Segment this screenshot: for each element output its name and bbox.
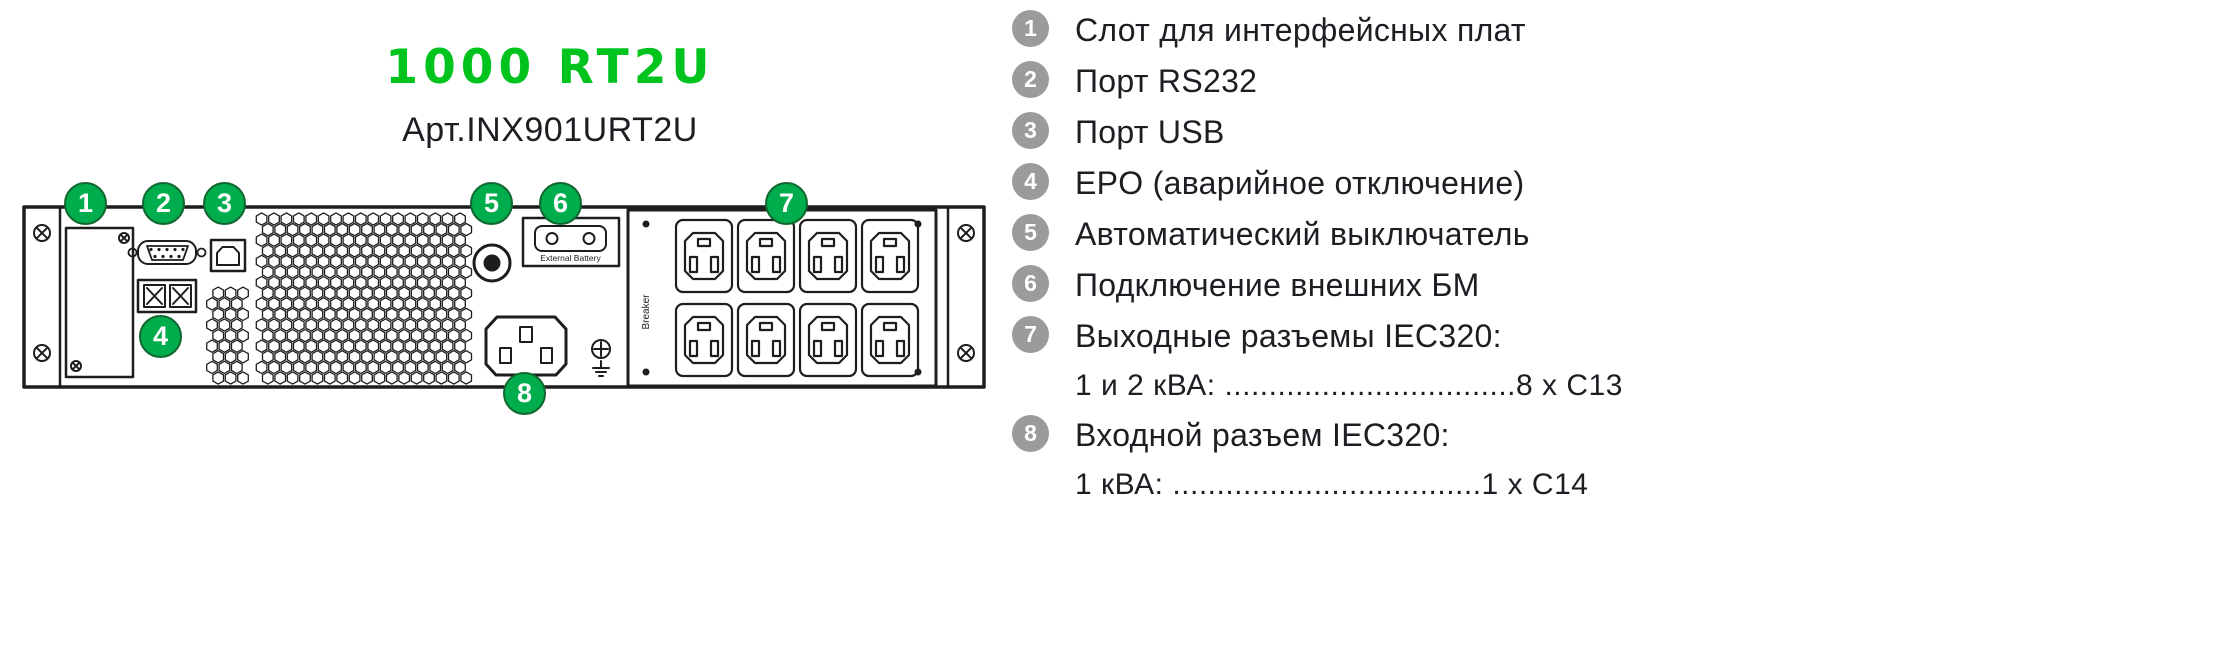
output-socket-c13 [674,218,920,378]
breaker-label: Breaker [641,294,652,330]
article-number: Арт.INX901URT2U [402,111,698,149]
rs232-port [127,240,207,265]
callout-badge-5: 5 [470,182,513,225]
ventilation-grille [206,212,473,385]
legend-badge-3: 3 [1012,112,1049,149]
callout-badge-6: 6 [539,182,582,225]
mounting-screws [33,224,975,372]
legend-badge-8: 8 [1012,415,1049,452]
legend-item-7: 7 Выходные разъемы IEC320: 1 и 2 кВА: ..… [1012,316,2212,403]
legend-badge-4: 4 [1012,163,1049,200]
legend-text-6: Подключение внешних БМ [1075,267,1480,303]
ground-screw [591,339,611,377]
legend-item-6: 6 Подключение внешних БМ [1012,265,2212,304]
epo-terminal [136,278,198,314]
output-sockets-panel: Breaker [626,208,938,388]
legend-text-4: EPO (аварийное отключение) [1075,165,1525,201]
figure-header: 1000 RT2U Арт.INX901URT2U [330,40,770,150]
ups-rear-panel-drawing: External Battery Breaker [22,205,986,389]
legend-text-1: Слот для интерфейсных плат [1075,12,1526,48]
legend-item-2: 2 Порт RS232 [1012,61,2212,100]
legend-item-1: 1 Слот для интерфейсных плат [1012,10,2212,49]
callout-badge-1: 1 [64,182,107,225]
legend-badge-5: 5 [1012,214,1049,251]
legend-badge-7: 7 [1012,316,1049,353]
legend-text-3: Порт USB [1075,114,1225,150]
callout-badge-2: 2 [142,182,185,225]
legend-item-5: 5 Автоматический выключатель [1012,214,2212,253]
legend-subtext-7: 1 и 2 кВА: .............................… [1075,369,1623,402]
callout-badge-3: 3 [203,182,246,225]
legend-item-3: 3 Порт USB [1012,112,2212,151]
legend-badge-1: 1 [1012,10,1049,47]
legend-text-2: Порт RS232 [1075,63,1258,99]
legend-text-8: Входной разъем IEC320: [1075,417,1450,453]
usb-port [209,238,247,273]
legend-item-4: 4 EPO (аварийное отключение) [1012,163,2212,202]
legend-badge-6: 6 [1012,265,1049,302]
callout-badge-4: 4 [139,315,182,358]
legend-text-5: Автоматический выключатель [1075,216,1530,252]
legend-item-8: 8 Входной разъем IEC320: 1 кВА: ........… [1012,415,2212,502]
circuit-breaker [472,243,512,283]
panel-rivets [642,220,922,376]
rs232-pins [149,247,185,259]
legend-subtext-8: 1 кВА: .................................… [1075,468,1589,501]
legend-text-7: Выходные разъемы IEC320: [1075,318,1502,354]
model-title: 1000 RT2U [385,40,715,95]
legend: 1 Слот для интерфейсных плат 2 Порт RS23… [1012,10,2212,514]
legend-badge-2: 2 [1012,61,1049,98]
callout-badge-8: 8 [503,372,546,415]
callout-badge-7: 7 [765,182,808,225]
interface-slot [64,226,135,379]
input-socket-c14 [484,315,568,377]
external-battery-label: External Battery [540,253,601,263]
